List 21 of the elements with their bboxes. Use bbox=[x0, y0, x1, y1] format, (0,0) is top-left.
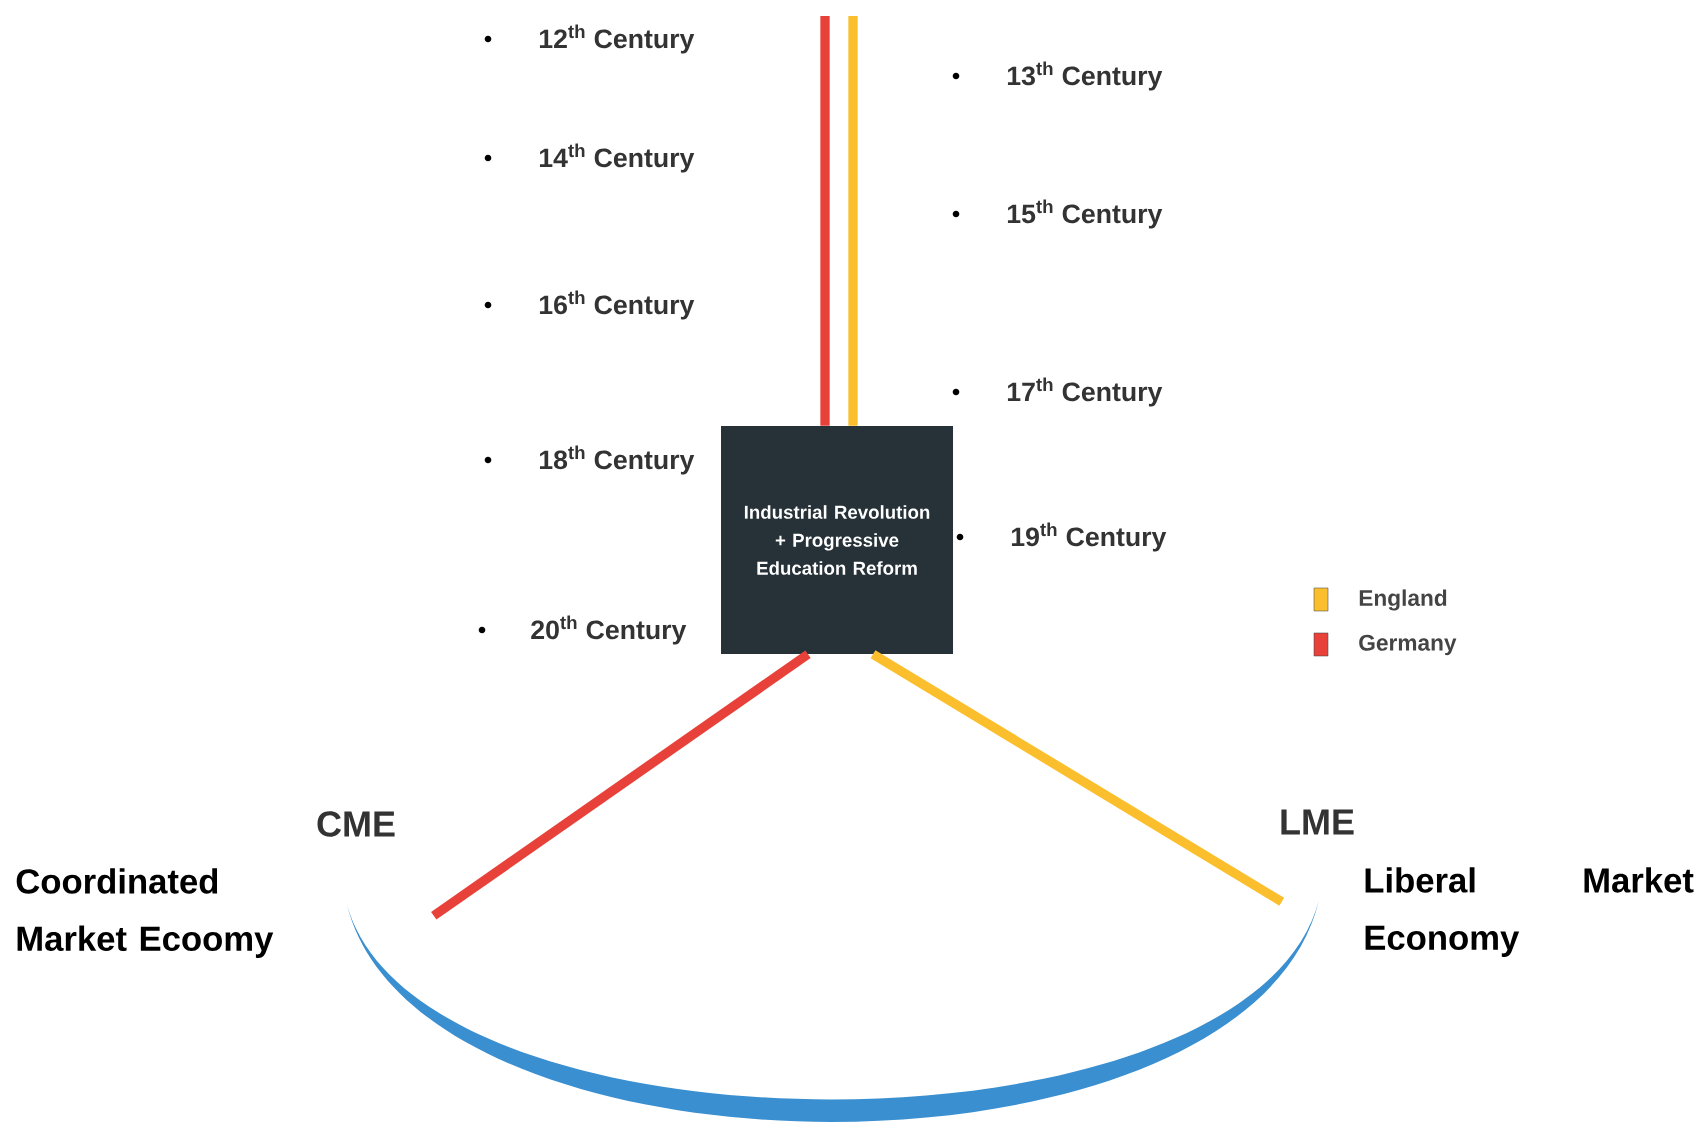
list-item: 14$^{th}$ Century bbox=[484, 143, 695, 173]
line bbox=[870, 650, 1285, 906]
legend-text: England bbox=[1359, 589, 1447, 611]
list-item: 19$^{th}$ Century bbox=[956, 522, 1167, 552]
list-item: 16$^{th}$ Century bbox=[484, 290, 695, 320]
list-item: 18$^{th}$ Century bbox=[484, 445, 695, 475]
line bbox=[820, 16, 830, 426]
list-item: 15$^{th}$ Century bbox=[952, 199, 1163, 229]
list-item: 17$^{th}$ Century bbox=[952, 377, 1163, 407]
list-item: 20$^{th}$ Century bbox=[478, 615, 687, 645]
curved-band bbox=[347, 900, 1319, 1122]
legend-text: Germany bbox=[1359, 634, 1457, 656]
description: Liberal Market Economy bbox=[1365, 867, 1694, 957]
line bbox=[431, 650, 811, 920]
process-box: Industrial Revolution + Progressive Education Reform bbox=[721, 426, 953, 654]
description: Coordinated Market Ecoomy bbox=[16, 868, 274, 958]
list-item: 13$^{th}$ Century bbox=[952, 61, 1163, 91]
line bbox=[848, 16, 858, 426]
list-item: 12$^{th}$ Century bbox=[484, 24, 695, 54]
heading: LME bbox=[1281, 809, 1354, 835]
heading: CME bbox=[317, 811, 395, 837]
